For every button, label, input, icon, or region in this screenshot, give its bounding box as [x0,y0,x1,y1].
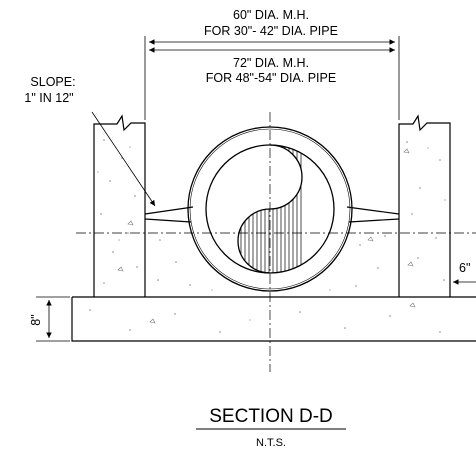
dimension-lines [36,36,476,342]
side-clearance-label: 6" [459,261,470,275]
section-title: SECTION D-D [209,406,333,427]
base-slab [71,296,476,342]
scale-note: N.T.S. [256,437,286,449]
slope-label: SLOPE: [30,75,75,89]
mh-72-pipe-label: FOR 48"-54" DIA. PIPE [206,71,336,85]
centerlines [76,112,476,372]
mh-72-label: 72" DIA. M.H. [233,56,309,70]
mh-60-pipe-label: FOR 30"- 42" DIA. PIPE [204,24,338,38]
base-thickness-label: 8" [29,314,43,325]
mh-60-label: 60" DIA. M.H. [233,8,309,22]
right-wall [398,114,451,297]
concrete-bench [144,206,400,291]
left-wall [93,114,146,297]
slope-ratio-label: 1" IN 12" [24,91,73,105]
